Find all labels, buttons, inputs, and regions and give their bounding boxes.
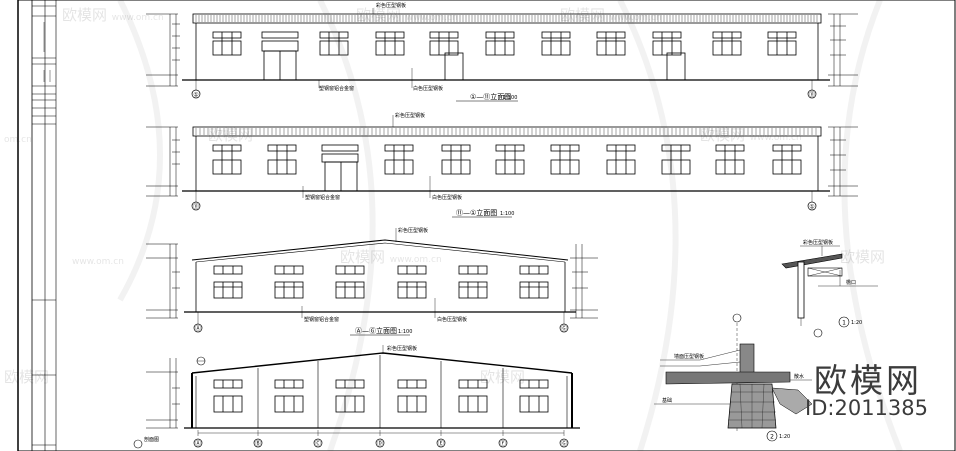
watermark: 欧模网 — [4, 368, 50, 386]
watermark: 欧模网 www.om.cn — [62, 6, 164, 24]
eave-roof-sheet — [781, 253, 843, 269]
grid-label: Ⓓ — [377, 440, 383, 448]
detail-note: 散水 — [794, 373, 804, 380]
grid-label: ① — [193, 92, 198, 99]
grid-label: Ⓖ — [561, 325, 567, 333]
grid-label: ⑪ — [193, 203, 199, 211]
note-roof: 彩色压型钢板 — [376, 2, 406, 9]
level-marks-left — [146, 13, 180, 87]
brand-logo: 欧模网 — [814, 361, 922, 400]
detail-number: 1 — [842, 320, 846, 327]
section-grid-bubbles: Ⓐ Ⓑ Ⓒ Ⓓ Ⓔ Ⓕ Ⓖ — [193, 438, 569, 448]
note-wall: 白色压型钢板 — [413, 85, 443, 92]
level-marks-left — [146, 126, 180, 197]
elevation-title: Ⓐ—Ⓖ立面图 — [355, 326, 397, 335]
watermark: 欧模网 — [208, 126, 254, 144]
section-label: 剖面图 — [144, 436, 159, 443]
roof-hatch — [195, 15, 818, 22]
grid-bubble — [813, 328, 823, 338]
elevation-1: ① ⑪ 彩色压型钢板 塑钢窗铝合金窗 白色压型钢板 ①—⑪立面图 1:100 — [146, 2, 858, 102]
watermark: www.om.cn — [72, 257, 124, 267]
window-row — [212, 31, 797, 81]
grid-bubble — [732, 313, 742, 323]
note-wall: 白色压型钢板 — [437, 316, 467, 323]
grid-label: Ⓒ — [315, 440, 321, 448]
elevation-scale: 1:100 — [503, 95, 517, 101]
level-marks-right — [570, 244, 598, 319]
window-grid — [213, 265, 549, 299]
watermark-arcs — [117, 0, 903, 451]
detail-note: 墙面压型钢板 — [674, 353, 704, 360]
grid-label: Ⓐ — [195, 325, 201, 333]
title-block — [31, 0, 57, 451]
dimension-line — [197, 430, 565, 436]
foundation-column — [739, 343, 755, 375]
grid-label: Ⓖ — [561, 440, 567, 448]
apron-slab — [665, 371, 791, 385]
note-window: 塑钢窗铝合金窗 — [304, 316, 339, 323]
section-columns — [257, 355, 504, 428]
level-marks-left — [146, 243, 180, 319]
detail-number: 2 — [770, 434, 774, 441]
note-ridge: 彩色压型钢板 — [387, 345, 417, 352]
section-view: Ⓐ Ⓑ Ⓒ Ⓓ Ⓔ Ⓕ Ⓖ 彩色压型钢板 剖面图 — [133, 345, 580, 449]
watermark: 欧模网 www.om.cn — [700, 126, 802, 144]
grid-label: Ⓐ — [195, 440, 201, 448]
elevation-title: ①—⑪立面图 — [470, 92, 511, 101]
note-window: 塑钢窗铝合金窗 — [305, 194, 340, 201]
detail-scale: 1:20 — [779, 434, 790, 440]
detail-number-bubble — [766, 430, 778, 442]
roof-fascia — [192, 126, 822, 137]
brand-id: ID:2011385 — [805, 396, 928, 420]
window-row — [212, 144, 802, 192]
detail-note: 彩色压型钢板 — [803, 239, 833, 246]
elevation-scale: 1:100 — [500, 211, 514, 217]
note-window: 塑钢窗铝合金窗 — [319, 85, 354, 92]
roof-fascia — [192, 13, 822, 24]
detail-number-bubble — [838, 316, 850, 328]
watermark: 欧模网 — [480, 368, 526, 386]
detail-scale: 1:20 — [851, 320, 862, 326]
detail-eave: 彩色压型钢板 檐口 1 1:20 — [781, 239, 878, 338]
watermark: 欧模网 — [840, 248, 886, 266]
elevation-3: Ⓐ Ⓖ 彩色压型钢板 塑钢窗铝合金窗 白色压型钢板 Ⓐ—Ⓖ立面图 1:100 — [146, 227, 598, 336]
watermark: 欧模网 www.om.cn — [356, 6, 458, 24]
window-grid — [213, 379, 549, 413]
level-marks-right — [828, 126, 858, 197]
note-wall: 白色压型钢板 — [432, 194, 462, 201]
elevation-title: ⑪—①立面图 — [456, 208, 497, 217]
level-marks-right — [828, 13, 858, 87]
grid-label: Ⓕ — [500, 440, 506, 448]
grid-label: Ⓔ — [438, 440, 444, 448]
grid-label: ① — [809, 204, 814, 211]
note-roof: 彩色压型钢板 — [395, 112, 425, 119]
level-marks — [146, 358, 180, 429]
detail-note: 基础 — [662, 397, 672, 404]
note-roof: 彩色压型钢板 — [398, 227, 428, 234]
elevation-2: ⑪ ① 彩色压型钢板 塑钢窗铝合金窗 白色压型钢板 ⑪—①立面图 1:100 — [146, 112, 858, 218]
grid-label: ⑪ — [809, 91, 815, 99]
watermark: 欧模网 www.om.cn — [340, 248, 442, 266]
elevation-scale: 1:100 — [398, 329, 412, 335]
gable-roof — [191, 239, 569, 261]
detail-note: 檐口 — [846, 279, 856, 286]
detail-foundation: 墙面压型钢板 散水 基础 2 1:20 — [654, 313, 813, 442]
roof-hatch — [195, 128, 817, 135]
grid-label: Ⓑ — [255, 440, 261, 448]
section-marker — [133, 439, 143, 449]
watermark: om.cn — [4, 135, 32, 145]
eave-column — [797, 261, 805, 319]
watermark: 欧模网 www.om.cn — [560, 6, 662, 24]
